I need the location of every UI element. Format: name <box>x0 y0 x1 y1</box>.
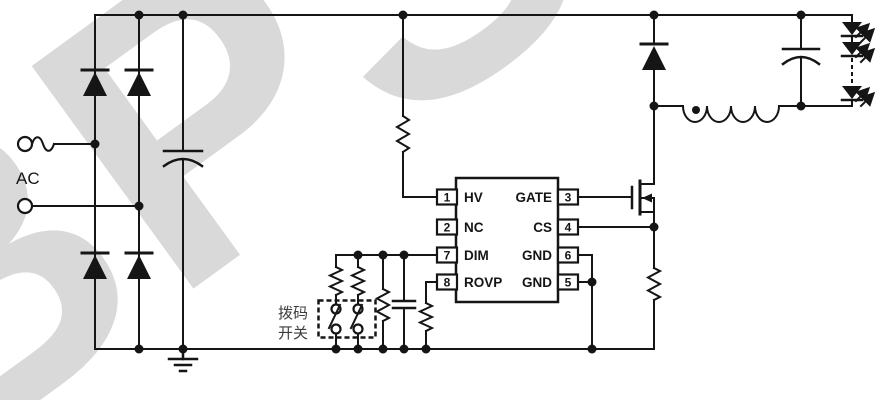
bridge-diode-icon <box>124 251 154 279</box>
pin-number: 1 <box>444 191 451 205</box>
output-capacitor <box>781 14 821 107</box>
resistor-icon <box>417 301 435 333</box>
led-icon <box>840 86 876 108</box>
inductor <box>653 105 802 123</box>
dim-capacitor <box>391 254 417 350</box>
pin-number: 4 <box>565 221 572 235</box>
inductor-icon <box>653 105 802 123</box>
sense-resistor <box>645 226 663 350</box>
bridge-diode-icon <box>80 251 110 279</box>
led-icon <box>840 22 876 44</box>
pin-box-7 <box>435 246 459 264</box>
pin-label-nc: NC <box>464 220 484 235</box>
led-emission-arrow <box>859 91 876 108</box>
pin-number: 5 <box>565 276 572 290</box>
switch-lever <box>327 303 342 330</box>
ac-terminal-top <box>16 135 34 153</box>
pin-box-8 <box>435 273 459 291</box>
controller-ic: 1 2 7 8 3 4 6 5 HV NC DIM ROVP GATE CS G… <box>435 176 580 304</box>
dim-network: 拨码 开关 <box>278 254 438 350</box>
resistor-icon <box>327 265 345 297</box>
pin-box-1 <box>435 188 459 206</box>
ac-terminal-bottom <box>16 197 34 215</box>
dip-switch <box>317 299 377 350</box>
pin-label-rovp: ROVP <box>464 275 502 290</box>
pin-box-3 <box>556 188 580 206</box>
pin-label-gnd6: GND <box>522 248 552 263</box>
junction-dots <box>90 10 806 354</box>
led-string <box>800 14 876 108</box>
led-icon <box>840 42 876 64</box>
pin-label-hv: HV <box>464 190 483 205</box>
gnd6-wire <box>577 254 593 283</box>
diode-icon <box>642 46 666 70</box>
freewheel-diode <box>639 14 669 107</box>
switch-lever <box>349 303 364 330</box>
pin-label-cs: CS <box>533 220 552 235</box>
pin-label-gate: GATE <box>516 190 553 205</box>
ac-label: AC <box>16 169 40 188</box>
resistor-icon <box>349 265 367 297</box>
bulk-capacitor <box>162 14 204 350</box>
pin-number: 7 <box>444 249 451 263</box>
startup-resistor <box>395 14 438 198</box>
pin-box-2 <box>435 218 459 236</box>
ground-icon <box>167 347 199 373</box>
pin-number: 6 <box>565 249 572 263</box>
pin-number: 2 <box>444 221 451 235</box>
pin-box-6 <box>556 246 580 264</box>
bridge-rectifier <box>80 14 154 350</box>
fuse-icon <box>30 136 56 152</box>
pin-label-gnd5: GND <box>522 275 552 290</box>
power-mosfet <box>630 105 655 228</box>
led-emission-arrow <box>859 27 876 44</box>
pin-box-4 <box>556 218 580 236</box>
dip-switch-box <box>317 299 377 339</box>
mosfet-body-arrow <box>642 193 652 203</box>
dip-switch-label-line2: 开关 <box>278 325 308 342</box>
winding-polarity-dot <box>692 106 700 114</box>
ic-body <box>454 176 560 304</box>
resistor-icon <box>374 287 392 323</box>
led-emission-arrow <box>859 47 876 64</box>
pin-box-5 <box>556 273 580 291</box>
pin-number: 8 <box>444 276 451 290</box>
dip-switch-label-line1: 拨码 <box>278 305 308 322</box>
rovp-resistor <box>417 281 438 350</box>
ac-input: AC <box>16 135 140 215</box>
bridge-diode-icon <box>80 68 110 96</box>
pin-number: 3 <box>565 191 572 205</box>
resistor-icon <box>395 114 411 154</box>
pin-label-dim: DIM <box>464 248 489 263</box>
resistor-icon <box>645 266 663 302</box>
bridge-diode-icon <box>124 68 154 96</box>
